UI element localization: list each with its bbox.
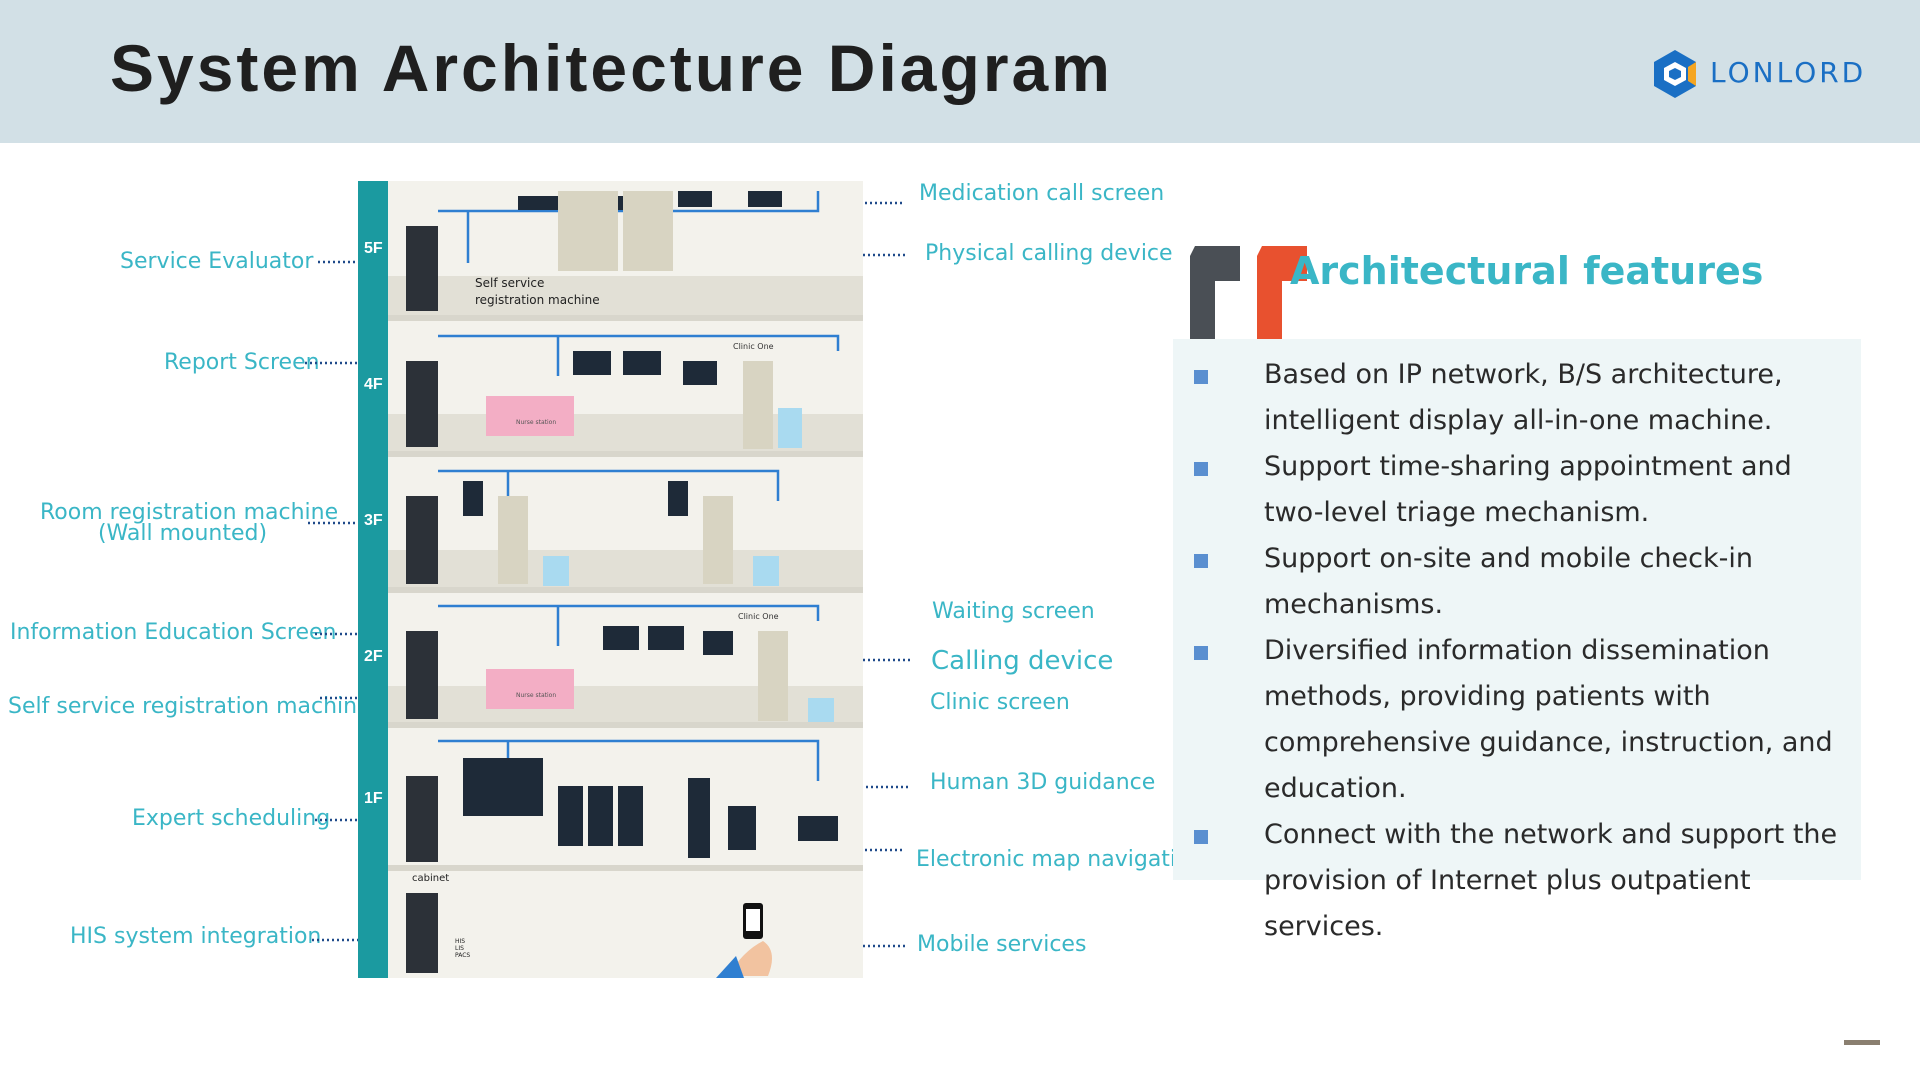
building-diagram: Nurse station Nurse station 5F 4F 3F 2F … [358, 181, 863, 978]
bullet-icon [1194, 370, 1208, 384]
floor-label-2f: 2F [364, 648, 383, 665]
label-calling-device: Calling device [931, 646, 1114, 676]
quote-mark-red-icon [1257, 246, 1307, 346]
page-corner-mark [1844, 1040, 1880, 1045]
lonlord-logo: LONLORD [1650, 48, 1890, 100]
label-clinic-screen: Clinic screen [930, 690, 1070, 715]
building-illustration: Nurse station Nurse station 5F 4F 3F 2F … [358, 181, 863, 978]
label-mobile-services: Mobile services [917, 932, 1087, 957]
label-room-registration-2: (Wall mounted) [97, 521, 268, 546]
cabinet-label: cabinet [412, 873, 449, 884]
self-service-caption-2: registration machine [475, 293, 600, 307]
feature-text: Connect with the network and support the… [1264, 819, 1838, 942]
label-electronic-map-navigation: Electronic map navigation [916, 847, 1204, 872]
list-item: Diversified information dissemination me… [1192, 628, 1852, 812]
clinic-one-2f: Clinic One [738, 612, 779, 621]
bullet-icon [1194, 830, 1208, 844]
label-human-3d-guidance: Human 3D guidance [930, 770, 1156, 795]
feature-text: Support time-sharing appointment and two… [1264, 451, 1792, 528]
nurse-station-label-4f: Nurse station [516, 419, 556, 426]
nurse-station-label-2f: Nurse station [516, 692, 556, 699]
quote-mark-dark-icon [1190, 246, 1240, 346]
features-panel [1173, 339, 1861, 880]
feature-text: Support on-site and mobile check-in mech… [1264, 543, 1753, 620]
list-item: Support time-sharing appointment and two… [1192, 444, 1852, 536]
list-item: Connect with the network and support the… [1192, 812, 1852, 950]
label-expert-scheduling: Expert scheduling [132, 806, 331, 831]
floor-label-1f: 1F [364, 790, 383, 807]
floor-label-4f: 4F [364, 376, 383, 393]
clinic-one-4f: Clinic One [733, 342, 774, 351]
header-bar: System Architecture Diagram LONLORD [0, 0, 1920, 143]
label-his-integration: HIS system integration [70, 924, 322, 949]
feature-text: Based on IP network, B/S architecture, i… [1264, 359, 1783, 436]
label-service-evaluator: Service Evaluator [120, 249, 314, 274]
label-waiting-screen: Waiting screen [932, 599, 1095, 624]
list-item: Support on-site and mobile check-in mech… [1192, 536, 1852, 628]
label-self-service-registration: Self service registration machine [8, 694, 371, 719]
cube-logo-icon [1654, 50, 1696, 98]
logo-text: LONLORD [1710, 56, 1867, 89]
bullet-icon [1194, 554, 1208, 568]
list-item: Based on IP network, B/S architecture, i… [1192, 352, 1852, 444]
label-information-education-screen: Information Education Screen [10, 620, 337, 645]
label-room-registration-1: Room registration machine [40, 500, 339, 525]
label-report-screen: Report Screen [164, 350, 320, 375]
bullet-icon [1194, 462, 1208, 476]
label-medication-call-screen: Medication call screen [919, 181, 1165, 206]
page-title: System Architecture Diagram [110, 31, 1113, 105]
his-label: HIS [455, 938, 465, 945]
self-service-caption-1: Self service [475, 276, 544, 290]
features-title: Architectural features [1290, 249, 1764, 293]
features-list: Based on IP network, B/S architecture, i… [1192, 352, 1852, 950]
lis-label: LIS [455, 945, 464, 952]
pacs-label: PACS [455, 952, 470, 959]
feature-text: Diversified information dissemination me… [1264, 635, 1833, 804]
floor-label-5f: 5F [364, 240, 383, 257]
bullet-icon [1194, 646, 1208, 660]
floor-label-3f: 3F [364, 512, 383, 529]
label-physical-calling-device: Physical calling device [925, 241, 1173, 266]
